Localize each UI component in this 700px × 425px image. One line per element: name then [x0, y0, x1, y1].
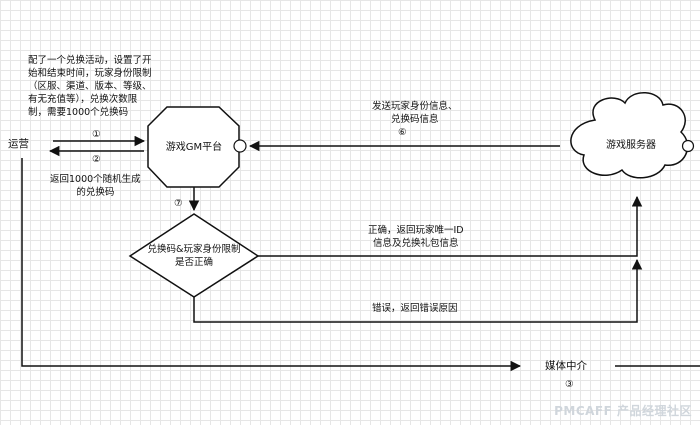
check-decision-label: 兑换码&玩家身份限制 是否正确 [147, 244, 241, 268]
step2-marker: ② [92, 154, 101, 165]
game-server-port [681, 139, 695, 153]
correct-label: 正确，返回玩家唯一ID 信息及兑换礼包信息 [368, 225, 464, 249]
media-label: 媒体中介 [545, 360, 587, 372]
wrong-label: 错误，返回错误原因 [372, 303, 458, 314]
gm-platform-node [147, 106, 240, 188]
watermark: PMCAFF 产品经理社区 [554, 404, 692, 418]
game-server-node [570, 92, 689, 179]
arrow-ops-to-media [21, 158, 522, 372]
step7-marker: ⑦ [174, 198, 183, 209]
game-server-label: 游戏服务器 [606, 140, 656, 151]
arrow-wrong-to-server [193, 258, 643, 323]
return-codes-label: 返回1000个随机生成 的兑换码 [50, 174, 141, 198]
gm-platform-port [233, 139, 247, 153]
config-note: 配了一个兑换活动，设置了开 始和结束时间，玩家身份限制 （区服、渠道、版本、等级… [28, 55, 152, 118]
step1-marker: ① [92, 129, 101, 140]
send-info-label: 发送玩家身份信息、 兑换码信息 [372, 101, 458, 125]
step3-marker: ③ [565, 379, 574, 390]
step6-marker: ⑥ [398, 127, 407, 138]
gm-platform-label: 游戏GM平台 [165, 142, 223, 153]
operations-label: 运营 [8, 138, 29, 150]
arrow-correct-to-server [258, 195, 643, 257]
